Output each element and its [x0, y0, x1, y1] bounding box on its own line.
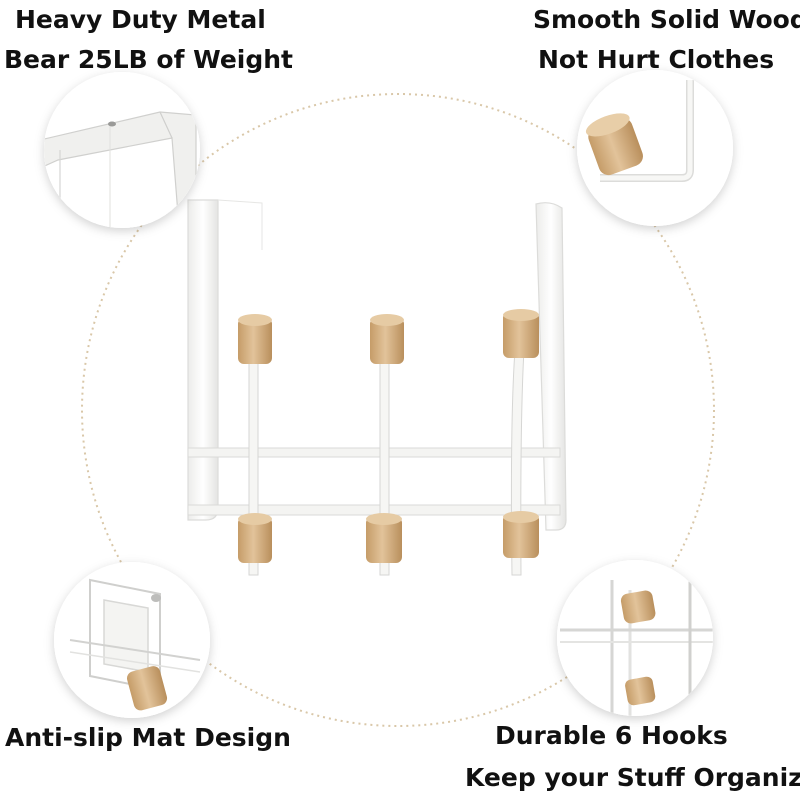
detail-inset-hooks	[557, 560, 713, 716]
left-door-bracket	[187, 199, 219, 521]
caption-not-hurt-clothes: Not Hurt Clothes	[538, 45, 775, 74]
upper-crossbar	[187, 447, 561, 458]
detail-inset-mat	[54, 562, 210, 718]
right-door-bracket	[535, 202, 567, 531]
wood-hook-bottom-left	[238, 513, 272, 563]
caption-heavy-duty-metal: Heavy Duty Metal	[15, 5, 266, 34]
dotted-circle-outline	[81, 93, 715, 727]
lower-crossbar	[187, 504, 561, 516]
caption-anti-slip-mat: Anti-slip Mat Design	[5, 723, 291, 752]
caption-durable-hooks: Durable 6 Hooks	[495, 721, 728, 750]
wood-hook-top-left	[238, 314, 272, 364]
wood-hook-top-right	[503, 309, 539, 358]
wood-hook-top-middle	[370, 314, 404, 364]
caption-weight-capacity: Bear 25LB of Weight	[4, 45, 294, 74]
wood-hook-bottom-right	[503, 511, 539, 558]
door-hanger	[187, 199, 567, 576]
detail-inset-metal	[44, 72, 200, 228]
detail-inset-wood	[577, 70, 733, 226]
caption-smooth-solid-wood: Smooth Solid Wood	[533, 5, 800, 34]
wood-hook-bottom-middle	[366, 513, 402, 563]
caption-keep-organized: Keep your Stuff Organized	[465, 763, 800, 792]
